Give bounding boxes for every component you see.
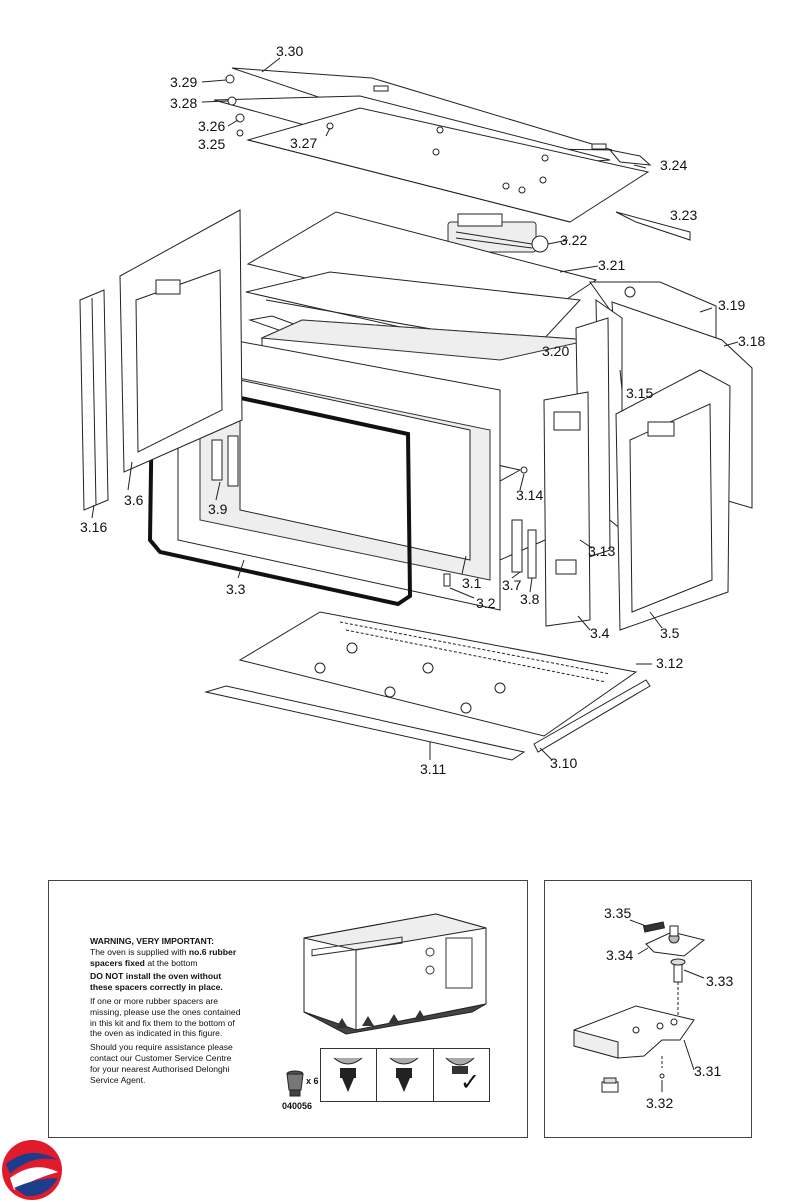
front-frame xyxy=(177,329,501,611)
label-3-9: 3.9 xyxy=(208,501,228,517)
part-3-32 xyxy=(601,1073,665,1093)
label-3-33: 3.33 xyxy=(706,973,733,989)
label-3-1: 3.1 xyxy=(462,575,482,591)
warning-p4: Should you require assistance please con… xyxy=(90,1042,233,1085)
part-labels: 3.30 3.29 3.28 3.26 3.25 3.27 3.24 3.23 … xyxy=(80,43,765,777)
label-3-22: 3.22 xyxy=(560,232,587,248)
spacer-quantity: x 6 xyxy=(306,1076,319,1086)
warning-p1-a: The oven is supplied with xyxy=(90,946,189,957)
hinge-right xyxy=(511,519,523,573)
exploded-diagram: 3.30 3.29 3.28 3.26 3.25 3.27 3.24 3.23 … xyxy=(79,43,765,777)
warning-p3: If one or more rubber spacers are missin… xyxy=(90,995,241,1039)
brand-logo xyxy=(2,1140,62,1200)
label-3-24: 3.24 xyxy=(660,157,687,173)
label-3-19: 3.19 xyxy=(718,297,745,313)
warning-heading: WARNING, VERY IMPORTANT: xyxy=(90,936,214,946)
rail-3-10 xyxy=(533,679,651,753)
label-3-8: 3.8 xyxy=(520,591,540,607)
label-3-23: 3.23 xyxy=(670,207,697,223)
part-3-31 xyxy=(573,1005,695,1068)
label-3-11: 3.11 xyxy=(420,761,446,777)
label-3-12: 3.12 xyxy=(656,655,683,671)
warning-text: WARNING, VERY IMPORTANT: The oven is sup… xyxy=(90,936,242,1088)
label-3-10: 3.10 xyxy=(550,755,577,771)
rear-panel-upper xyxy=(589,281,717,341)
label-3-26: 3.26 xyxy=(198,118,225,134)
warning-p1-b: no.6 rubber spacers fixed xyxy=(90,946,237,968)
part-3-33 xyxy=(670,958,686,1016)
hinge-detail-diagram: 3.35 3.34 3.33 3.31 3.32 xyxy=(573,905,733,1111)
label-3-14: 3.14 xyxy=(516,487,543,503)
rail-3-11 xyxy=(204,685,526,761)
label-3-4: 3.4 xyxy=(590,625,610,641)
label-3-25: 3.25 xyxy=(198,136,225,152)
oven-bottom-illustration xyxy=(303,913,487,1035)
rubber-spacer-illustration xyxy=(286,1070,304,1097)
label-3-20: 3.20 xyxy=(542,343,569,359)
warning-p1-c: at the bottom xyxy=(144,957,198,968)
base-plate xyxy=(238,611,638,737)
label-3-5: 3.5 xyxy=(660,625,680,641)
label-3-34: 3.34 xyxy=(606,947,633,963)
label-3-28: 3.28 xyxy=(170,95,197,111)
warning-p2: DO NOT install the oven without these sp… xyxy=(90,971,223,993)
fan-motor xyxy=(447,213,549,253)
spacer-part-number: 040056 xyxy=(282,1101,313,1111)
label-3-13: 3.13 xyxy=(588,543,615,559)
label-3-21: 3.21 xyxy=(598,257,625,273)
label-3-32: 3.32 xyxy=(646,1095,673,1111)
label-3-35: 3.35 xyxy=(604,905,631,921)
part-3-23 xyxy=(615,211,691,241)
top-cover-assembly xyxy=(213,67,652,223)
hinge-left-2 xyxy=(227,435,239,487)
hinge-left xyxy=(211,439,223,481)
label-3-16: 3.16 xyxy=(80,519,107,535)
label-3-29: 3.29 xyxy=(170,74,197,90)
label-3-3: 3.3 xyxy=(226,581,246,597)
part-3-34 xyxy=(645,925,706,957)
label-3-30: 3.30 xyxy=(276,43,303,59)
label-3-2: 3.2 xyxy=(476,595,496,611)
leader-lines xyxy=(91,57,739,761)
label-3-15: 3.15 xyxy=(626,385,653,401)
label-3-18: 3.18 xyxy=(738,333,765,349)
label-3-27: 3.27 xyxy=(290,135,317,151)
part-3-35 xyxy=(643,921,665,933)
hinge-right-2 xyxy=(527,529,537,579)
label-3-6: 3.6 xyxy=(124,492,144,508)
label-3-31: 3.31 xyxy=(694,1063,721,1079)
label-3-7: 3.7 xyxy=(502,577,522,593)
installation-steps xyxy=(320,1048,490,1102)
check-mark: ✓ xyxy=(460,1069,481,1096)
